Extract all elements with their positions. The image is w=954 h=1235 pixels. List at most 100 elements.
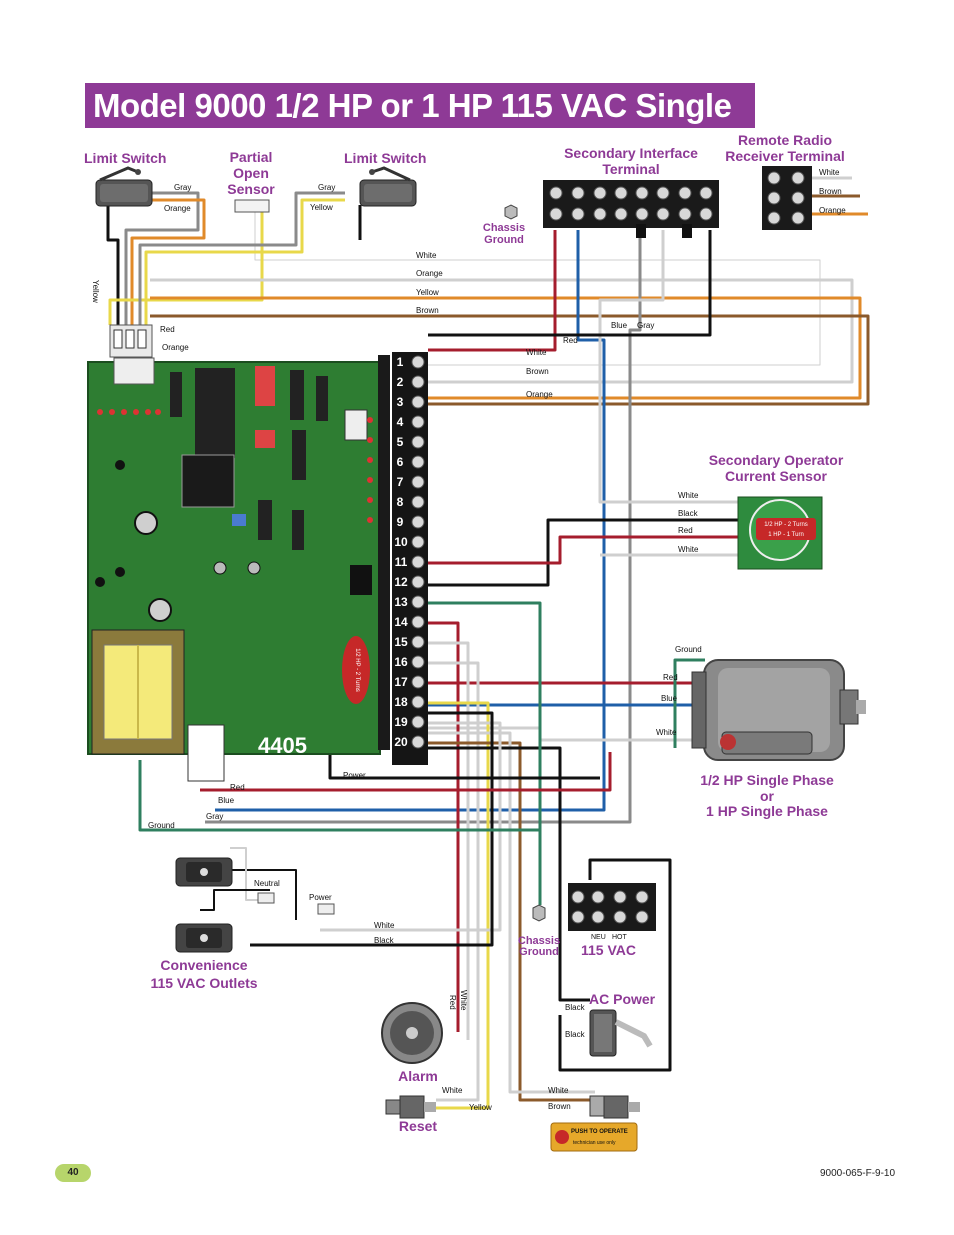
remote-radio-label-1: Remote Radio <box>738 132 832 148</box>
terminal-number: 7 <box>397 475 404 489</box>
convenience-outlets <box>175 857 335 953</box>
page-title: Model 9000 1/2 HP or 1 HP 115 VAC Single… <box>85 83 755 169</box>
board-coil-label: 1/2 HP - 2 Turns <box>354 648 360 692</box>
wire-label: Gray <box>206 812 223 821</box>
motor <box>691 659 866 761</box>
convenience-label-1: Convenience <box>160 957 247 973</box>
wire-label: White <box>526 348 547 357</box>
sensor-turns-label-2: 1 HP - 1 Turn <box>768 532 804 538</box>
terminal-number: 13 <box>394 595 408 609</box>
wire-label: Ground <box>148 821 175 830</box>
partial-open-sensor <box>234 199 270 213</box>
terminal-number: 9 <box>397 515 404 529</box>
limit-switch-right <box>359 166 417 207</box>
terminal-number: 2 <box>397 375 404 389</box>
vac-label: 115 VAC <box>581 942 636 958</box>
wire-label: Red <box>230 783 245 792</box>
wire-label: Blue <box>661 694 678 703</box>
wire-label: Gray <box>318 183 335 192</box>
wire-label: Yellow <box>469 1103 492 1112</box>
sensor-turns-label-1: 1/2 HP - 2 Turns <box>764 522 808 528</box>
secondary-operator-label-2: Current Sensor <box>725 468 827 484</box>
secondary-interface-terminal <box>543 180 719 238</box>
hot-label: HOT <box>612 934 628 941</box>
ac-power-switch <box>589 1009 653 1057</box>
wire-label: White <box>548 1086 569 1095</box>
remote-radio-terminal <box>762 166 812 230</box>
wire-label: Gray <box>174 183 191 192</box>
wire-label: White <box>819 168 840 177</box>
push-to-operate-badge <box>550 1122 638 1152</box>
wire-label: Blue <box>218 796 235 805</box>
wire-label: Red <box>678 526 693 535</box>
wire-label: Orange <box>162 343 189 352</box>
chassis-ground-top-label-1: Chassis <box>483 222 525 234</box>
control-board: 1/2 HP - 2 Turns 4405 <box>87 324 381 782</box>
partial-open-label-1: Partial <box>230 149 273 165</box>
wire-label: Ground <box>675 645 702 654</box>
wire-label: Black <box>374 936 395 945</box>
wire-label: Black <box>678 509 699 518</box>
wire-label: Black <box>565 1003 586 1012</box>
convenience-label-2: 115 VAC Outlets <box>150 975 257 991</box>
wire-label: Power <box>343 771 366 780</box>
main-terminal-strip: 1 2 3 4 5 6 7 8 9 10 11 12 13 14 15 16 1… <box>378 352 428 765</box>
alarm-label: Alarm <box>398 1068 438 1084</box>
wire-label: White <box>459 990 468 1011</box>
terminal-number: 18 <box>394 695 408 709</box>
wire-label: Orange <box>416 269 443 278</box>
secondary-operator-label-1: Secondary Operator <box>709 452 844 468</box>
wire-label: White <box>656 728 677 737</box>
technician-use-text: technician use only <box>573 1140 616 1146</box>
wire-label: Power <box>309 893 332 902</box>
terminal-number: 20 <box>394 735 408 749</box>
wire-label: Brown <box>416 306 439 315</box>
push-to-operate-text: PUSH TO OPERATE <box>571 1129 628 1135</box>
chassis-ground-bottom-icon <box>532 904 546 922</box>
wire-label: Brown <box>819 187 842 196</box>
terminal-number: 3 <box>397 395 404 409</box>
wire-label: Red <box>663 673 678 682</box>
partial-open-label-3: Sensor <box>227 181 275 197</box>
wire-label: Brown <box>548 1102 571 1111</box>
alarm <box>381 1002 443 1064</box>
wire-label: Black <box>565 1030 586 1039</box>
secondary-interface-label-1: Secondary Interface <box>564 145 698 161</box>
secondary-interface-label-2: Terminal <box>602 161 659 177</box>
wire-label: White <box>416 251 437 260</box>
neu-label: NEU <box>591 934 606 941</box>
partial-open-label-2: Open <box>233 165 269 181</box>
terminal-number: 4 <box>397 415 404 429</box>
motor-caption-2: or <box>760 788 775 804</box>
reset-switch <box>385 1095 436 1119</box>
chassis-ground-bottom-label-2: Ground <box>519 946 559 958</box>
current-sensor: 1/2 HP - 2 Turns 1 HP - 1 Turn <box>737 496 823 570</box>
terminal-number: 5 <box>397 435 404 449</box>
wire-label: Yellow <box>310 203 333 212</box>
ac-power-label: AC Power <box>589 991 656 1007</box>
terminal-number: 15 <box>394 635 408 649</box>
terminal-number: 1 <box>397 355 404 369</box>
remote-radio-label-2: Receiver Terminal <box>725 148 845 164</box>
motor-caption-1: 1/2 HP Single Phase <box>700 772 834 788</box>
push-button-switch <box>589 1095 640 1119</box>
wire-label: Gray <box>637 321 654 330</box>
board-model-label: 4405 <box>258 733 307 758</box>
wire-label: Orange <box>164 204 191 213</box>
document-code: 9000-065-F-9-10 <box>820 1168 896 1179</box>
wire-label: White <box>678 491 699 500</box>
chassis-ground-bottom-label-1: Chassis <box>518 935 560 947</box>
wire-label: Brown <box>526 367 549 376</box>
wire-label: White <box>678 545 699 554</box>
limit-switch-left-label: Limit Switch <box>84 150 166 166</box>
wire-label: Orange <box>819 206 846 215</box>
limit-switch-right-label: Limit Switch <box>344 150 426 166</box>
wire-label: Blue <box>611 321 628 330</box>
wire-label: Orange <box>526 390 553 399</box>
terminal-number: 8 <box>397 495 404 509</box>
terminal-number: 10 <box>394 535 408 549</box>
limit-switch-left <box>95 166 153 207</box>
wire-label: Red <box>160 325 175 334</box>
wires <box>106 176 870 1110</box>
